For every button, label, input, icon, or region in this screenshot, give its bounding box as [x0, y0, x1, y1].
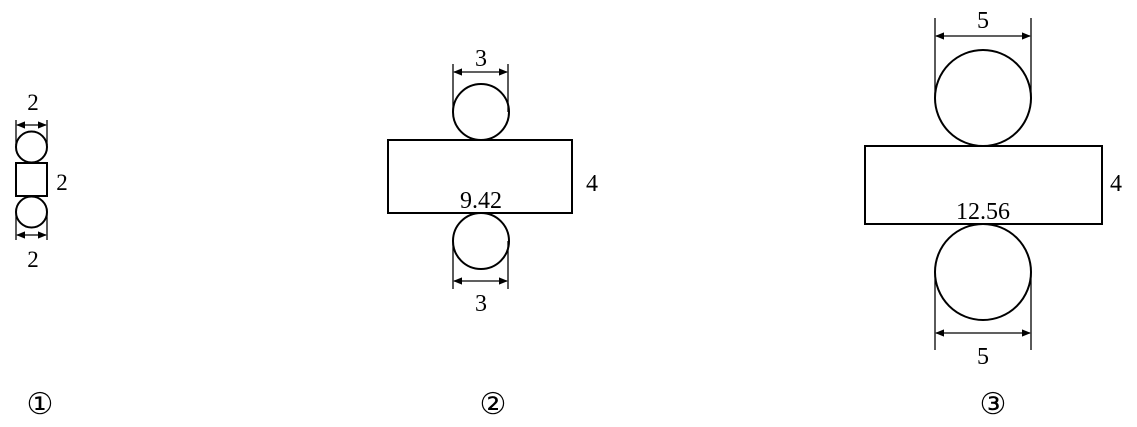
figure-1-net: 2 2 2 ①	[15, 90, 68, 421]
fig3-rect-length-label: 12.56	[956, 199, 1010, 225]
fig3-number-label: ③	[980, 388, 1007, 421]
fig1-top-circle	[15, 130, 48, 164]
fig1-side-label: 2	[56, 170, 68, 195]
fig2-bottom-diameter-label: 3	[475, 291, 487, 317]
fig1-number-label: ①	[27, 388, 54, 421]
figure-3-net: 5 12.56 4 5 ③	[864, 8, 1122, 421]
fig3-top-circle	[934, 49, 1032, 147]
fig1-bottom-circle	[15, 195, 48, 229]
fig3-bottom-diameter-label: 5	[977, 344, 989, 370]
fig1-bottom-diameter-label: 2	[27, 247, 39, 272]
fig2-bottom-circle	[452, 212, 510, 270]
fig2-number-label: ②	[480, 388, 507, 421]
fig2-top-diameter-label: 3	[475, 46, 487, 72]
fig2-rect-width-label: 4	[586, 171, 598, 197]
fig3-top-diameter-label: 5	[977, 8, 989, 34]
fig2-top-circle	[452, 83, 510, 141]
fig1-square	[15, 162, 48, 197]
fig3-bottom-circle	[934, 223, 1032, 321]
fig3-rect-width-label: 4	[1110, 171, 1122, 197]
fig2-rect-length-label: 9.42	[460, 188, 502, 214]
fig1-top-diameter-label: 2	[27, 90, 39, 115]
figure-2-net: 3 9.42 4 3 ②	[387, 46, 598, 421]
